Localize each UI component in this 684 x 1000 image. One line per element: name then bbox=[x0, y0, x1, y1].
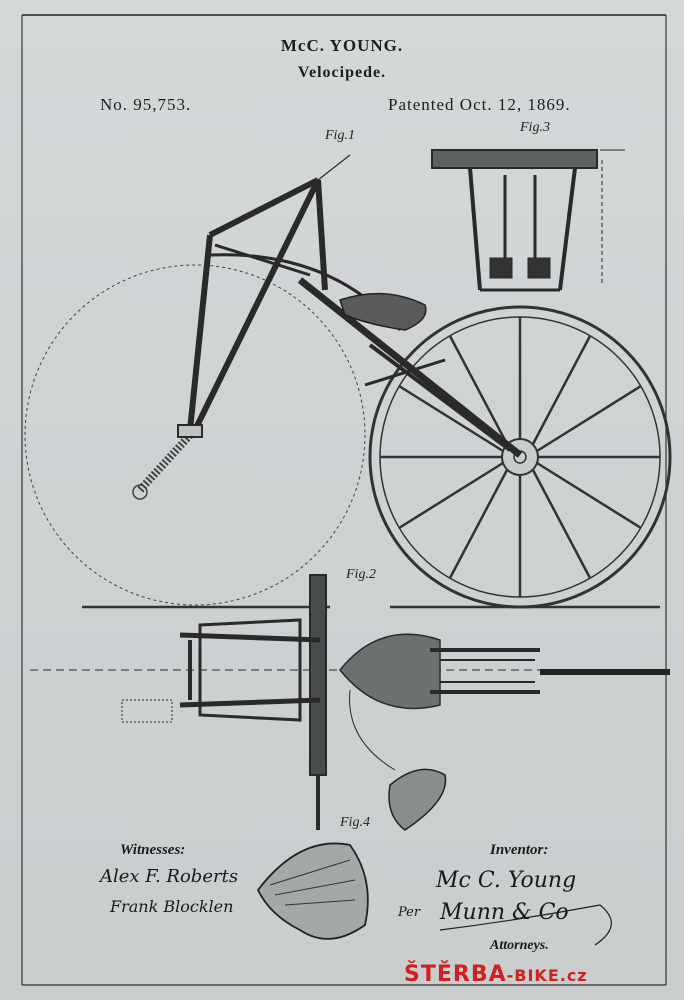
attorneys-label: Attorneys. bbox=[490, 938, 549, 953]
per-label: Per bbox=[398, 905, 421, 920]
velocipede-frame bbox=[177, 154, 523, 458]
seat-detail-h bbox=[388, 768, 447, 831]
site-watermark: ŠTĚRBA-BIKE.cz bbox=[404, 962, 588, 987]
front-wheel-dashed bbox=[24, 264, 366, 606]
seat-hatch-2 bbox=[274, 879, 356, 896]
seat-hatch-3 bbox=[284, 899, 356, 906]
watermark-brand: ŠTĚRBA bbox=[404, 962, 507, 987]
inventor-label: Inventor: bbox=[490, 842, 549, 858]
watermark-suffix: -BIKE.cz bbox=[506, 966, 588, 985]
fig3-detail bbox=[431, 149, 625, 292]
inventor-signature: Mc C. Young bbox=[436, 868, 577, 893]
patent-number: No. 95,753. bbox=[100, 95, 192, 114]
crank-arm bbox=[137, 432, 193, 493]
patent-date: Patented Oct. 12, 1869. bbox=[388, 95, 571, 114]
witness-signature-2: Frank Blocklen bbox=[110, 897, 234, 916]
patent-title: Velocipede. bbox=[297, 64, 387, 81]
seat-g bbox=[339, 292, 427, 331]
seat-hatch-1 bbox=[269, 859, 351, 886]
witness-signature-1: Alex F. Roberts bbox=[100, 866, 239, 887]
attorney-signature: Munn & Co bbox=[440, 900, 569, 925]
inventor-name-heading: McC. YOUNG. bbox=[280, 36, 404, 55]
signature-flourish bbox=[439, 904, 612, 946]
rear-wheel bbox=[368, 305, 672, 609]
fig4-label: Fig.4 bbox=[340, 815, 370, 830]
fig2-label: Fig.2 bbox=[346, 567, 376, 582]
fig2-plan-view bbox=[30, 574, 670, 830]
fig3-label: Fig.3 bbox=[520, 120, 550, 135]
pedal bbox=[132, 484, 148, 500]
witnesses-label: Witnesses: bbox=[120, 842, 186, 858]
seat-detail-n bbox=[256, 842, 369, 940]
fig1-label: Fig.1 bbox=[325, 128, 355, 143]
